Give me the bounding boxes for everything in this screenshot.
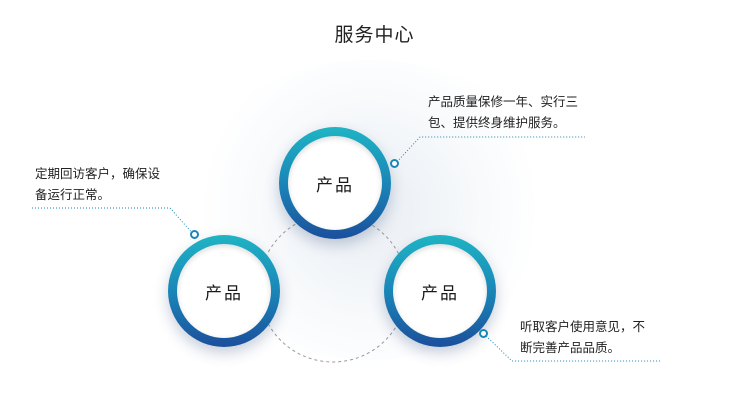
note-bottom-right: 听取客户使用意见，不 断完善产品品质。 bbox=[520, 316, 645, 358]
note-top-right-line-1: 产品质量保修一年、实行三 bbox=[428, 94, 579, 109]
product-circle-right-label: 产品 bbox=[421, 283, 459, 304]
leader-line-bottom-right bbox=[483, 333, 660, 362]
note-top-right-line-2: 包、提供终身维护服务。 bbox=[428, 115, 566, 130]
connector-dot-bottom-right bbox=[479, 329, 488, 338]
note-bottom-right-line-1: 听取客户使用意见，不 bbox=[520, 319, 646, 334]
page-title: 服务中心 bbox=[334, 24, 415, 46]
product-circle-top-inner: 产品 bbox=[288, 136, 382, 230]
product-circle-left-inner: 产品 bbox=[177, 244, 271, 338]
note-left-line-2: 备运行正常。 bbox=[35, 187, 111, 202]
leader-line-top-right bbox=[394, 136, 585, 165]
product-circle-right-inner: 产品 bbox=[393, 244, 487, 338]
connector-dot-left bbox=[190, 230, 199, 239]
note-top-right: 产品质量保修一年、实行三 包、提供终身维护服务。 bbox=[428, 91, 578, 133]
product-circle-top: 产品 bbox=[279, 127, 391, 239]
product-circle-right: 产品 bbox=[384, 235, 496, 347]
product-circle-left: 产品 bbox=[168, 235, 280, 347]
note-left: 定期回访客户，确保设 备运行正常。 bbox=[35, 163, 160, 205]
leader-line-left bbox=[32, 207, 195, 236]
note-bottom-right-line-2: 断完善产品品质。 bbox=[520, 340, 621, 355]
note-left-line-1: 定期回访客户，确保设 bbox=[35, 166, 161, 181]
product-circle-left-label: 产品 bbox=[205, 283, 243, 304]
connector-dot-top-right bbox=[390, 159, 399, 168]
product-circle-top-label: 产品 bbox=[316, 175, 354, 196]
